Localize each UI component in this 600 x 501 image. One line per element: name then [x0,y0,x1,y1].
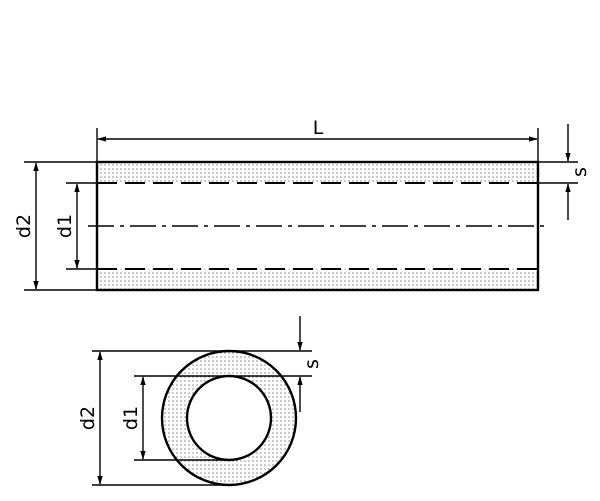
end-inner-diameter-label: d1 [120,406,142,430]
outer-diameter-label: d2 [13,214,35,238]
side-view: L d2 d1 s [13,117,591,292]
end-view: d2 d1 s [77,316,323,487]
top-wall-hatch [97,162,538,183]
inner-circle [185,374,273,462]
bottom-wall-hatch [97,269,538,290]
end-wall-thickness-label: s [301,359,323,369]
inner-diameter-label: d1 [54,214,76,238]
wall-thickness-label: s [569,167,591,177]
end-outer-diameter-label: d2 [77,406,99,430]
length-label: L [313,117,324,139]
